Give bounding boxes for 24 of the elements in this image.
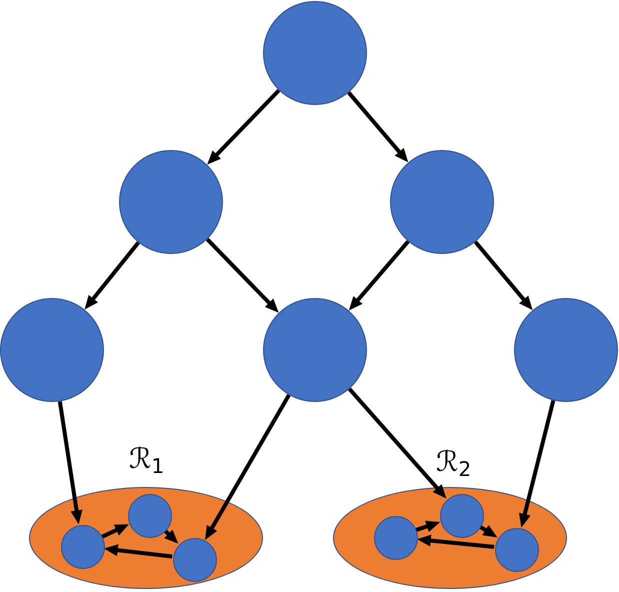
arrow: [84, 241, 140, 310]
arrow: [101, 524, 130, 539]
arrow: [58, 401, 82, 524]
arrow: [347, 91, 408, 162]
graph-node: [128, 494, 172, 538]
arrow: [207, 89, 280, 165]
arrow: [474, 240, 533, 310]
arrow: [104, 544, 172, 558]
graph-node: [173, 538, 217, 582]
arrow: [348, 388, 446, 499]
region-label: ℛ$_{1}$: [129, 444, 164, 475]
region-label: ℛ$_{2}$: [436, 447, 472, 478]
graph-node: [495, 528, 539, 572]
arrow: [348, 240, 410, 311]
arrow: [206, 238, 279, 313]
arrow: [518, 400, 556, 528]
arrow: [415, 520, 440, 532]
graph-node: [440, 494, 484, 538]
arrow: [163, 528, 178, 544]
graph-node: [61, 525, 105, 569]
arrow: [416, 534, 494, 549]
arrow: [205, 394, 291, 540]
arrow: [478, 524, 498, 538]
graph-node: [374, 516, 418, 560]
